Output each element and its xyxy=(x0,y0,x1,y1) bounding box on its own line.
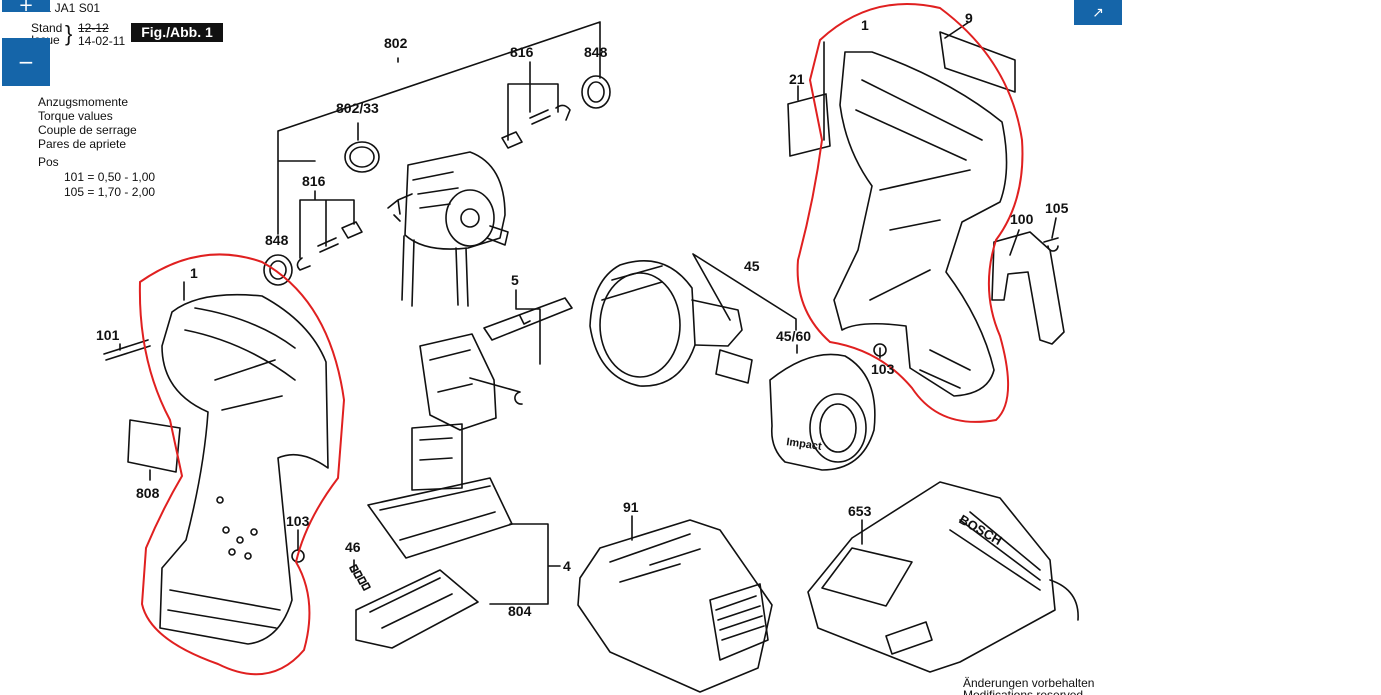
part-label-100: 100 xyxy=(1010,211,1034,227)
part-label-808: 808 xyxy=(136,485,160,501)
stand-label: Stand xyxy=(31,21,63,35)
highlight-outline-left-housing xyxy=(138,253,346,676)
minus-icon: − xyxy=(17,50,35,74)
left-housing-part xyxy=(159,293,329,645)
charger-part xyxy=(807,481,1079,673)
gear-housing-part xyxy=(589,259,753,387)
part-label-653: 653 xyxy=(848,503,872,519)
torque-line-de: Anzugsmomente xyxy=(38,95,129,109)
battery-pack-part xyxy=(577,519,773,693)
part-label-1-right: 1 xyxy=(861,17,869,33)
part-label-804: 804 xyxy=(508,603,532,619)
doc-code: 01 JA1 S01 xyxy=(38,1,101,15)
expand-button[interactable]: ↗ xyxy=(1074,0,1122,25)
part-label-103-right: 103 xyxy=(871,361,895,377)
switch-part xyxy=(367,333,523,559)
part-label-103-left: 103 xyxy=(286,513,310,529)
torque-row-105: 105 = 1,70 - 2,00 xyxy=(64,185,156,199)
right-housing-part xyxy=(833,51,1008,397)
highlight-outline-right-housing xyxy=(796,3,1024,423)
torque-line-en: Torque values xyxy=(38,109,113,123)
part-label-816-left: 816 xyxy=(302,173,326,189)
footer-note-en: Modifications reserved xyxy=(963,688,1084,695)
impact-badge-text: Impact xyxy=(786,436,823,453)
rubber-cap-part xyxy=(769,353,876,471)
part-label-105: 105 xyxy=(1045,200,1069,216)
part-label-848-top: 848 xyxy=(584,44,608,60)
part-label-848-left: 848 xyxy=(265,232,289,248)
torque-row-101: 101 = 0,50 - 1,00 xyxy=(64,170,156,184)
footer-note-de: Änderungen vorbehalten xyxy=(963,676,1095,690)
part-label-46: 46 xyxy=(345,539,361,555)
part-label-816-top: 816 xyxy=(510,44,534,60)
screw-part xyxy=(103,339,305,563)
belt-clip-part xyxy=(991,231,1065,345)
header-brace: } xyxy=(65,21,73,46)
zoom-in-button[interactable]: + xyxy=(2,0,50,12)
part-label-21: 21 xyxy=(789,71,805,87)
part-label-802-33: 802/33 xyxy=(336,100,379,116)
bearing-parts xyxy=(263,75,611,286)
part-label-5: 5 xyxy=(511,272,519,288)
torque-line-fr: Couple de serrage xyxy=(38,123,137,137)
external-link-icon: ↗ xyxy=(1092,4,1104,21)
part-label-91: 91 xyxy=(623,499,639,515)
cover-plate-part xyxy=(483,297,573,341)
part-label-4: 4 xyxy=(563,558,571,574)
torque-line-es: Pares de apriete xyxy=(38,137,127,151)
leader-lines xyxy=(119,21,1057,605)
part-label-1-left: 1 xyxy=(190,265,198,281)
contact-plate-part xyxy=(349,564,479,649)
part-labels: 802 816 848 802/33 816 848 1 101 808 103… xyxy=(96,10,1069,619)
torque-pos-label: Pos xyxy=(38,155,59,169)
issue-value: 14-02-11 xyxy=(78,34,126,48)
label-sticker-part xyxy=(127,419,181,473)
part-label-45: 45 xyxy=(744,258,760,274)
zoom-out-button[interactable]: − xyxy=(2,38,50,86)
part-label-9: 9 xyxy=(965,10,973,26)
highlight-outlines xyxy=(138,3,1024,676)
label-part-9 xyxy=(939,31,1016,93)
plus-icon: + xyxy=(18,0,34,12)
part-label-45-60: 45/60 xyxy=(776,328,811,344)
screw-part-103b xyxy=(873,343,887,357)
charger-brand-text: BOSCH xyxy=(957,512,1005,548)
brush-holder-part xyxy=(296,104,571,271)
part-label-101: 101 xyxy=(96,327,120,343)
part-label-802: 802 xyxy=(384,35,408,51)
figure-label: Fig./Abb. 1 xyxy=(131,23,223,42)
stand-value: 12-12 xyxy=(78,21,109,35)
motor-part xyxy=(387,151,509,307)
